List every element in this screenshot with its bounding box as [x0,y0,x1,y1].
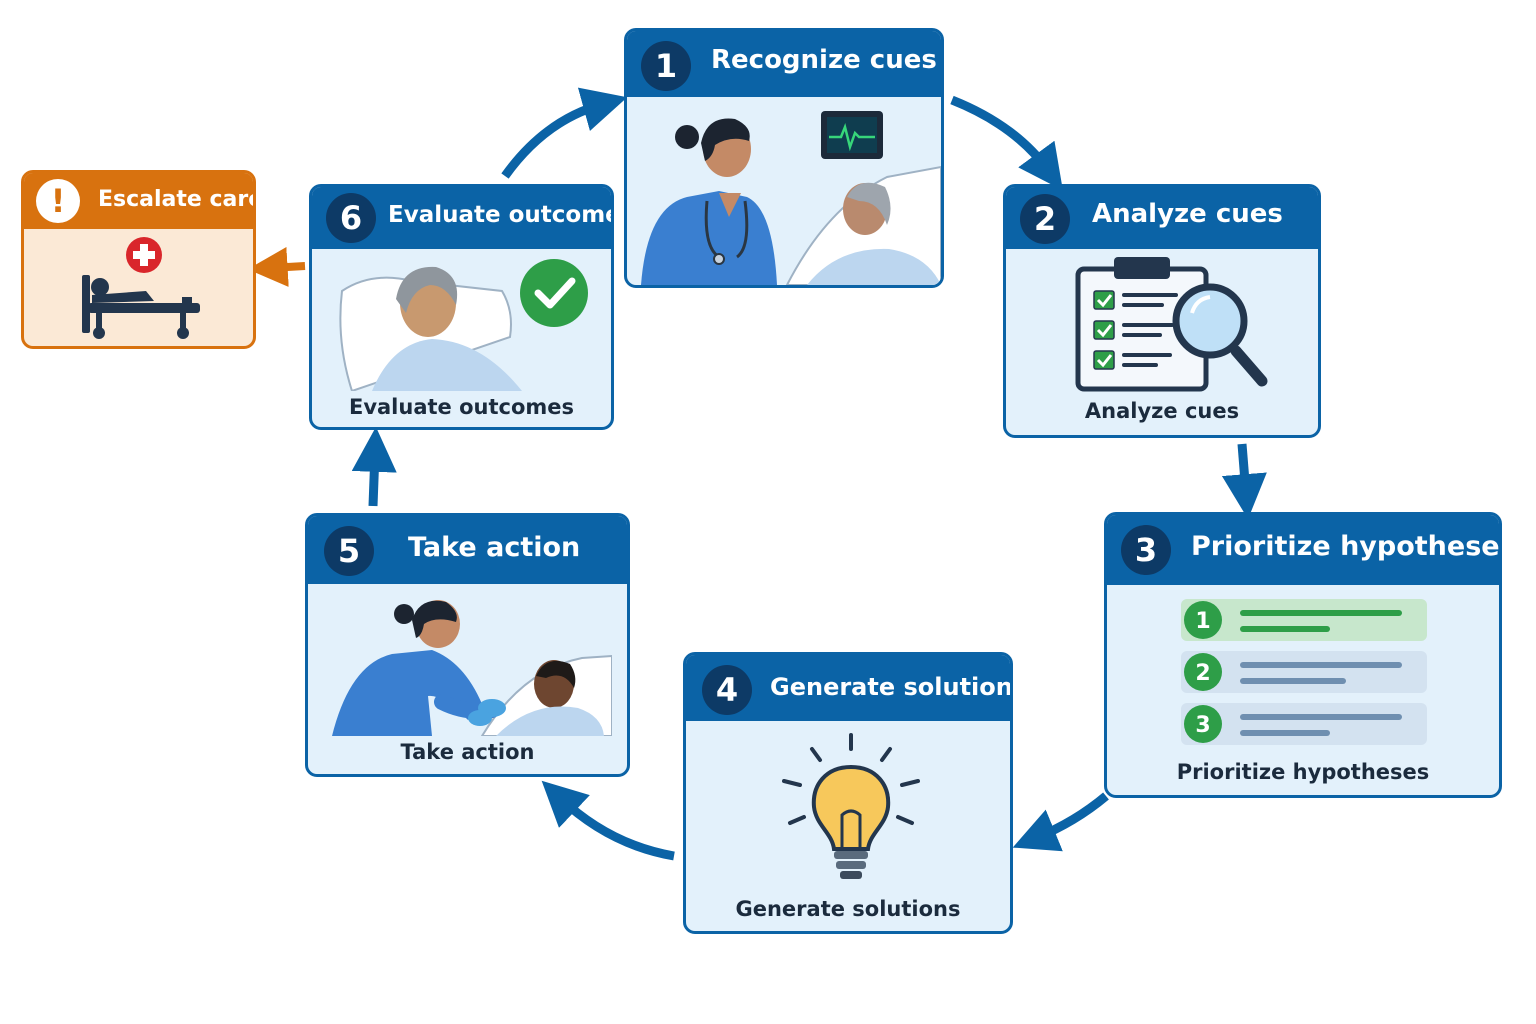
escalate-care-title: Escalate care [98,187,256,212]
arrow-3-to-4 [1012,792,1109,852]
patient-in-bed-icon [339,266,522,391]
nurse-assessing-patient-illustration [641,111,941,285]
nurse-caring-for-patient-illustration [332,600,612,736]
priority-rank-2: 2 [1195,661,1211,686]
step-6-title: Evaluate outcomes [388,202,614,228]
step-1-header: 1 Recognize cues [627,31,941,97]
arrow-6-to-escalate [247,247,306,287]
step-3-prioritize-hypotheses-card: 3 Prioritize hypotheses 1 2 3 Prioritize… [1104,512,1502,798]
arrow-4-to-5 [541,780,675,861]
step-3-title: Prioritize hypotheses [1191,531,1502,562]
arrow-6-to-1 [501,87,628,179]
escalate-care-card: ! Escalate care [21,170,256,349]
step-5-number-badge: 5 [324,526,374,576]
escalate-care-header: ! Escalate care [24,173,253,229]
recovering-patient-illustration [339,259,588,391]
priority-rank-1: 1 [1195,609,1211,634]
step-3-number-badge: 3 [1121,525,1171,575]
step-6-header: 6 Evaluate outcomes [312,187,611,249]
magnifier-icon [1172,283,1268,387]
step-1-number-badge: 1 [641,41,691,91]
step-3-header: 3 Prioritize hypotheses [1107,515,1499,585]
step-5-title: Take action [408,532,581,563]
step-4-header: 4 Generate solutions [686,655,1010,721]
clipboard-checklist-icon [1075,257,1268,392]
hospital-bed-icon [82,237,200,339]
step-2-analyze-cues-card: 2 Analyze cues Analyze cues [1003,184,1321,438]
nurse-icon [332,600,506,736]
alert-icon: ! [36,179,80,223]
step-4-generate-solutions-card: 4 Generate solutions Generate solutions [683,652,1013,934]
lightbulb-icon [782,733,920,879]
step-2-header: 2 Analyze cues [1006,187,1318,249]
patient-in-bed-icon [785,165,941,285]
step-4-number-badge: 4 [702,665,752,715]
priority-list-icon [1181,599,1427,745]
arrow-1-to-2 [950,95,1063,191]
step-6-caption: Evaluate outcomes [348,395,575,419]
priority-rank-3: 3 [1195,713,1211,738]
heart-monitor-icon [821,111,883,159]
patient-in-bed-icon [480,654,612,736]
step-1-recognize-cues-card: 1 Recognize cues [624,28,944,288]
step-5-take-action-card: 5 Take action Take action [305,513,630,777]
step-6-number-badge: 6 [326,193,376,243]
medical-cross-icon [126,237,162,273]
step-3-caption: Prioritize hypotheses [1176,760,1430,784]
step-4-title: Generate solutions [770,673,1013,701]
step-6-evaluate-outcomes-card: 6 Evaluate outcomes Evaluate outcomes [309,184,614,430]
step-2-title: Analyze cues [1092,199,1283,229]
step-4-caption: Generate solutions [735,897,961,921]
arrow-5-to-6 [351,426,397,507]
step-1-title: Recognize cues [711,45,937,75]
arrow-2-to-3 [1221,443,1267,520]
step-5-caption: Take action [400,740,535,764]
nurse-icon [641,118,777,285]
step-2-number-badge: 2 [1020,194,1070,244]
step-5-header: 5 Take action [308,516,627,584]
checkmark-icon [520,259,588,327]
step-2-caption: Analyze cues [1084,399,1240,423]
